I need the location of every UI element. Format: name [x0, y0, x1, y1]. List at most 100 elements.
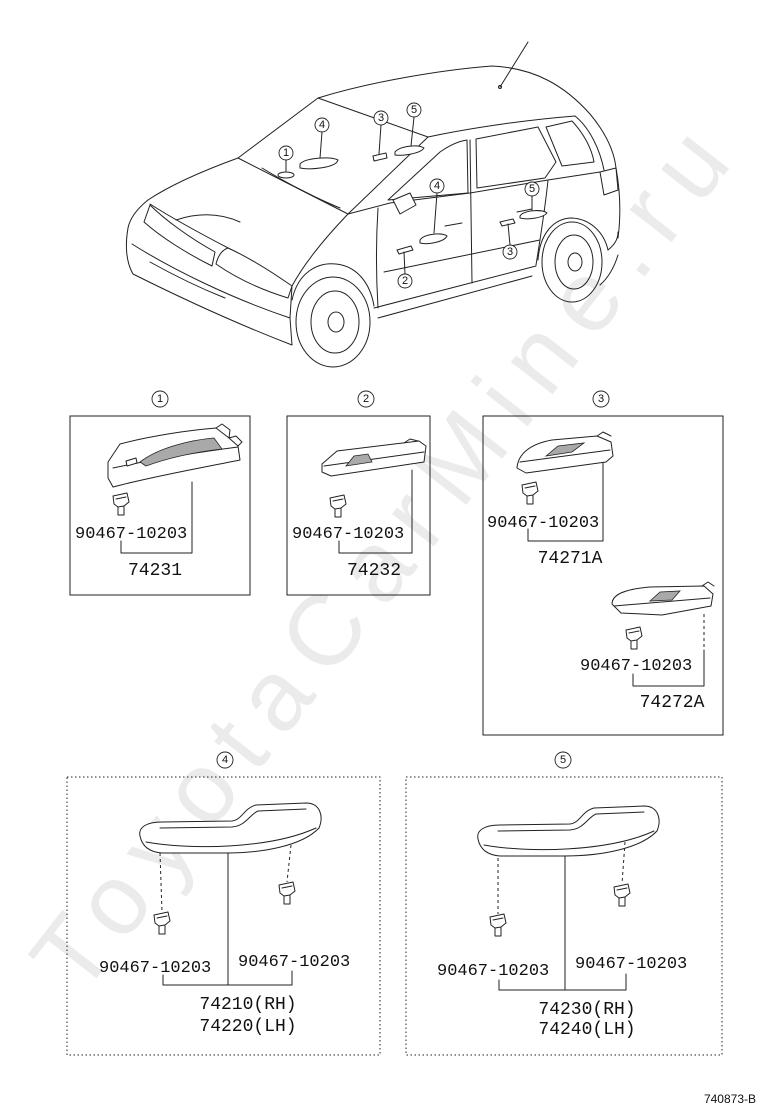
car-callout-5-front: 5 [406, 102, 422, 118]
car-rear-door-window [475, 126, 557, 189]
car-callout-1: 1 [278, 145, 294, 161]
panel-3-clip-number-upper: 90467-10203 [487, 514, 599, 533]
car-grille [143, 204, 216, 267]
car-callout-5-rear: 5 [524, 181, 540, 197]
car-door-handles [444, 208, 533, 227]
car-hood-crease [175, 214, 241, 223]
car-roof-side-edge [427, 115, 605, 171]
car-part-4-roof [299, 157, 339, 170]
clip-icon [521, 481, 539, 505]
panel-4-clip-number-right: 90467-10203 [238, 953, 350, 972]
callout-number: 2 [402, 275, 408, 287]
part-74272A-opening [648, 590, 681, 602]
car-front-bumper [125, 227, 293, 346]
car-taillight [599, 167, 619, 196]
car-rear-hub [567, 252, 583, 272]
callout-number: 4 [434, 180, 440, 192]
car-part-5-front [394, 145, 425, 156]
panel-1-assembly-number: 74231 [128, 561, 182, 581]
panel-1-label-circle [151, 390, 169, 408]
panel-4-bracket [162, 852, 293, 986]
car-front-corner [127, 199, 149, 229]
callout-number: 5 [411, 104, 417, 116]
panel-3-clip-number-lower: 90467-10203 [580, 657, 692, 676]
car-door-seams [376, 139, 549, 309]
panel-4-assembly-rh: 74210(RH) [199, 995, 296, 1015]
callout-number: 4 [319, 119, 325, 131]
clip-icon [329, 494, 347, 518]
clip-icon [613, 883, 631, 907]
callout-number: 5 [529, 183, 535, 195]
car-rocker [373, 265, 537, 319]
panel-5-assembly-lh: 74240(LH) [538, 1020, 635, 1040]
panel-4-clip-number-left: 90467-10203 [99, 959, 211, 978]
panel-3-label-circle [592, 390, 610, 408]
car-callout-3-front: 3 [373, 110, 389, 126]
callout-number: 3 [507, 246, 513, 258]
part-74272A-face-line [613, 581, 715, 607]
part-74271A-bezel [516, 435, 614, 474]
panel-4-label: 4 [222, 754, 228, 766]
car-front-tire [295, 276, 371, 368]
panel-4-leaders [159, 844, 292, 913]
part-74271A-opening [544, 442, 586, 457]
panel-5-clip-number-right: 90467-10203 [575, 955, 687, 974]
clip-icon [489, 913, 507, 937]
car-callout-2: 2 [397, 273, 413, 289]
car-part-1 [277, 171, 295, 179]
panel-1: 1 90467-10203 74231 [69, 390, 251, 596]
clip-icon [625, 626, 643, 650]
callout-leaders [285, 116, 533, 275]
car-rear-wheel-arch [537, 217, 609, 261]
car-beltline [347, 171, 601, 215]
part-74271A-face-line [519, 431, 612, 463]
callout-number: 3 [378, 112, 384, 124]
car-callout-4-roof: 4 [314, 117, 330, 133]
panel-4-frame [66, 776, 381, 1056]
car-roof [317, 65, 617, 169]
car-part-4-door [419, 233, 448, 245]
panel-5-clip-number-left: 90467-10203 [437, 962, 549, 981]
part-74232-opening [345, 453, 373, 467]
panel-5-frame [405, 776, 723, 1056]
car-part-3-front [372, 152, 388, 162]
callout-number: 1 [283, 147, 289, 159]
panel-2-label-circle [357, 390, 375, 408]
car-front-hub [327, 311, 345, 333]
car-side-mirror [392, 192, 417, 215]
panel-5-leaders [497, 841, 626, 914]
part-74231-switch [125, 457, 138, 467]
panel-2-label: 2 [363, 393, 369, 405]
panel-4-assembly-lh: 74220(LH) [199, 1017, 296, 1037]
clip-icon [112, 492, 130, 516]
car-hood [147, 157, 349, 287]
part-74232-face-line [323, 438, 425, 467]
panel-1-frame [69, 415, 251, 596]
car-side-molding [383, 239, 541, 273]
panel-5-assembly-rh: 74230(RH) [538, 1000, 635, 1020]
panel-3-assembly-number-upper: 74271A [538, 549, 603, 569]
panel-4: 4 90467-10203 90467-10203 74210(RH) 7422… [66, 751, 381, 1056]
car-front-rim [310, 290, 360, 354]
panel-2: 2 90467-10203 74232 [286, 390, 431, 596]
panel-1-bracket [120, 481, 193, 554]
panel-2-bracket [338, 469, 413, 554]
car-rear-rim [554, 234, 594, 290]
car-dashboard-line [261, 167, 341, 209]
panel-3-label: 3 [598, 393, 604, 405]
assist-grip-74210-contour [145, 808, 317, 848]
car-rear-tire [541, 221, 603, 303]
panel-2-frame [286, 415, 431, 596]
panel-1-label: 1 [157, 393, 163, 405]
panel-5: 5 90467-10203 90467-10203 74230(RH) 7424… [405, 751, 723, 1056]
panel-3-assembly-number-lower: 74272A [640, 693, 705, 713]
car-illustration [125, 41, 621, 368]
panel-5-label-circle [554, 751, 572, 769]
car-callout-3-rear: 3 [502, 244, 518, 260]
car-callout-4-door: 4 [429, 178, 445, 194]
panel-3: 3 90467-10203 74271A 90467-10203 74272A [482, 390, 724, 736]
panel-3-frame [482, 415, 724, 736]
car-part-5-rear [519, 210, 548, 220]
car-part-3-rear [499, 218, 516, 227]
